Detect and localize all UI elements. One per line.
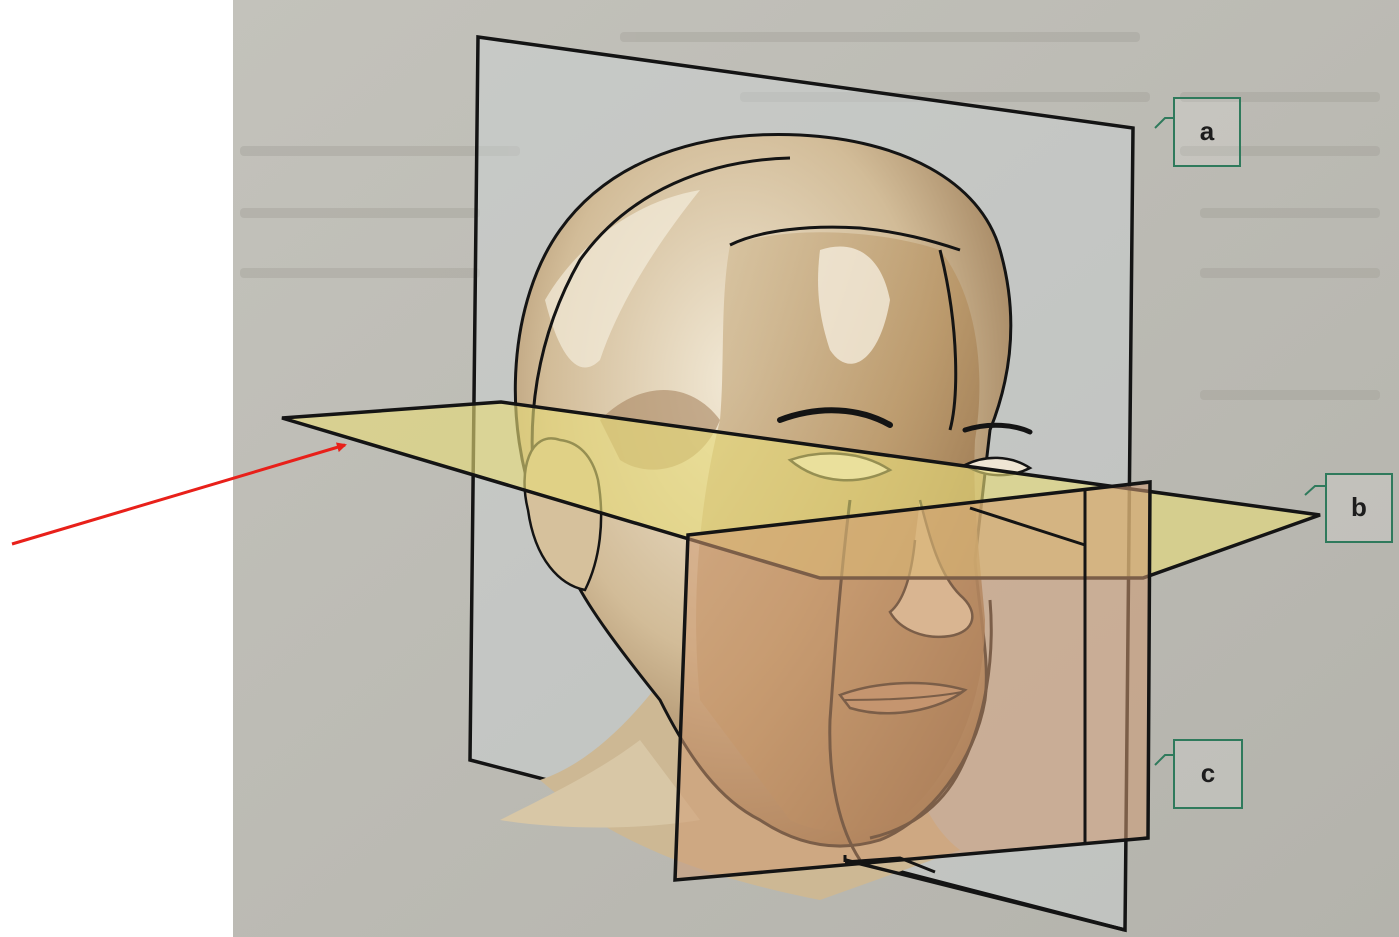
label-a-text: a bbox=[1200, 116, 1215, 146]
label-b-text: b bbox=[1351, 492, 1367, 522]
label-c-text: c bbox=[1201, 758, 1215, 788]
